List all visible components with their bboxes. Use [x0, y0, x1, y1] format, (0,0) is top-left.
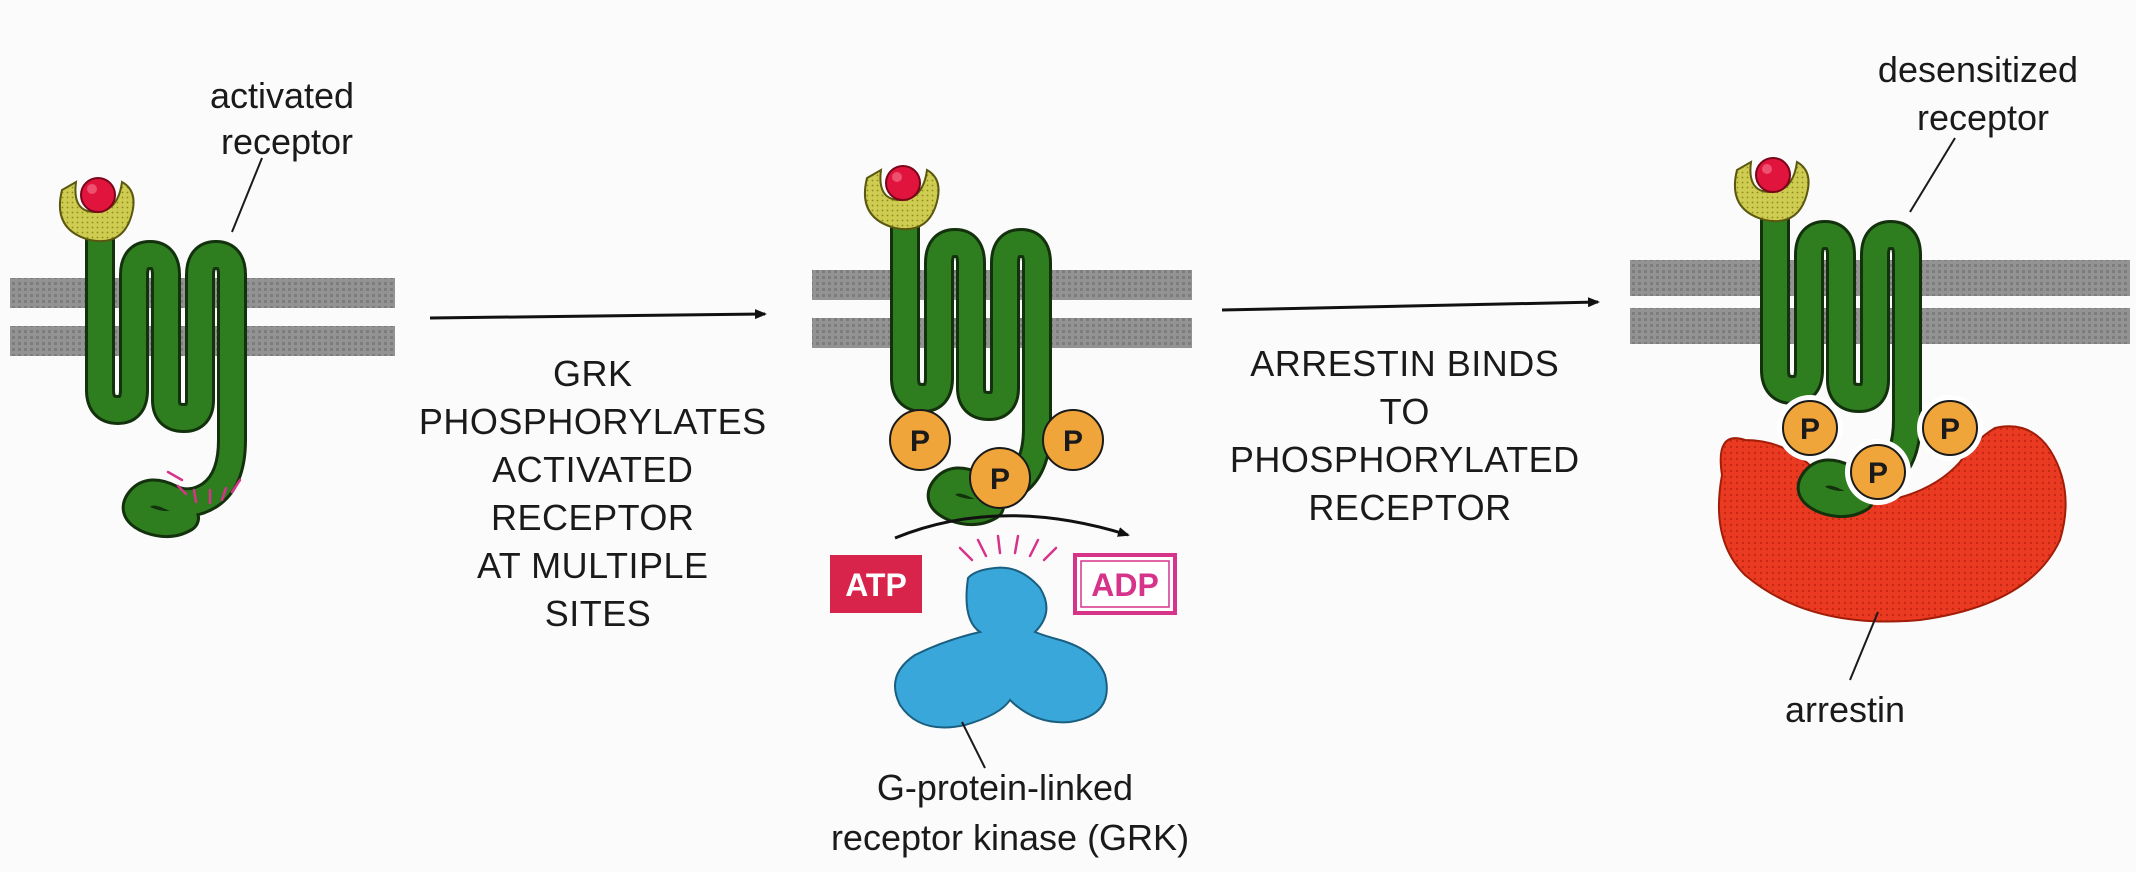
- phosphate-group-2: P: [969, 447, 1031, 509]
- phosphate-label: P: [990, 463, 1010, 496]
- grk-label: G-protein-linked receptor kinase (GRK): [831, 767, 1189, 858]
- phosphate-label: P: [1063, 425, 1083, 458]
- grk-kinase: [894, 566, 1108, 729]
- phosphate-group-3: P: [1042, 409, 1104, 471]
- leader-desensitized-receptor: [1909, 137, 1956, 213]
- leader-arrestin: [1849, 611, 1879, 681]
- atp-badge: ATP: [830, 555, 922, 613]
- atp-adp-arrow: [894, 514, 1130, 540]
- adp-label: ADP: [1091, 567, 1159, 603]
- bound-phosphate-1: P: [1777, 395, 1843, 461]
- leader-grk: [961, 721, 986, 769]
- phosphate-label: P: [1800, 413, 1820, 446]
- activated-receptor-label: activated receptor: [210, 75, 364, 162]
- kinase-sparks: [958, 534, 1058, 562]
- activated-receptor: [60, 178, 232, 523]
- phosphate-group-1: P: [889, 409, 951, 471]
- process-arrow-2: [1221, 297, 1600, 312]
- activation-sparks: [166, 470, 242, 505]
- step1-label: GRK PHOSPHORYLATES ACTIVATED RECEPTOR AT…: [419, 353, 777, 634]
- phosphate-label: P: [1868, 457, 1888, 490]
- atp-label: ATP: [845, 567, 907, 603]
- bound-phosphate-3: P: [1917, 395, 1983, 461]
- step2-label: ARRESTIN BINDS TO PHOSPHORYLATED RECEPTO…: [1230, 343, 1590, 528]
- desensitized-receptor-label: desensitized receptor: [1878, 49, 2088, 138]
- adp-badge: ADP: [1073, 553, 1177, 615]
- process-arrow-1: [429, 309, 767, 320]
- phosphate-label: P: [910, 425, 930, 458]
- arrestin-label: arrestin: [1785, 689, 1905, 730]
- leader-activated-receptor: [231, 157, 263, 233]
- phosphate-label: P: [1940, 413, 1960, 446]
- bound-phosphate-2: P: [1845, 439, 1911, 505]
